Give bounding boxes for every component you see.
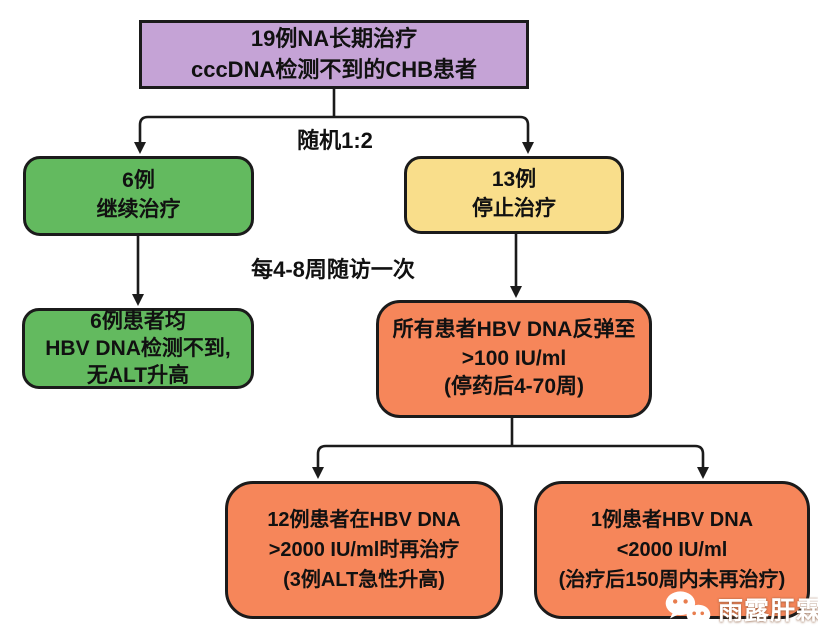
node-text-line: 12例患者在HBV DNA bbox=[267, 509, 461, 531]
node-text-line: 所有患者HBV DNA反弹至 bbox=[392, 317, 636, 341]
node-text-line: >2000 IU/ml时再治疗 bbox=[268, 539, 460, 561]
node-text-line: (3例ALT急性升高) bbox=[283, 569, 445, 591]
node-rebound: 所有患者HBV DNA反弹至 >100 IU/ml (停药后4-70周) bbox=[376, 300, 652, 418]
node-text-line: 无ALT升高 bbox=[86, 364, 190, 388]
arrowhead-to-stop-arm bbox=[522, 142, 534, 154]
node-text-line: 19例NA长期治疗 bbox=[250, 26, 418, 52]
node-continue-result: 6例患者均 HBV DNA检测不到, 无ALT升高 bbox=[22, 308, 254, 389]
arrowhead-to-rebound bbox=[510, 286, 522, 298]
connector-random-branch bbox=[138, 115, 530, 143]
arrowhead-to-continue-result bbox=[132, 294, 144, 306]
node-text-line: (停药后4-70周) bbox=[443, 375, 585, 399]
node-text-line: 继续治疗 bbox=[96, 198, 181, 221]
watermark-text: 雨露肝霖 bbox=[718, 597, 818, 625]
arrowhead-to-not-retreated bbox=[697, 467, 709, 479]
arrowhead-to-retreated bbox=[312, 467, 324, 479]
node-text-line: 停止治疗 bbox=[472, 197, 556, 220]
node-text-line: HBV DNA检测不到, bbox=[45, 336, 231, 360]
node-root-patients: 19例NA长期治疗 cccDNA检测不到的CHB患者 bbox=[139, 20, 529, 89]
node-text-line: <2000 IU/ml bbox=[616, 539, 728, 561]
label-randomization: 随机1:2 bbox=[297, 128, 373, 153]
node-stop-arm: 13例 停止治疗 bbox=[404, 156, 624, 234]
node-text-line: (治疗后150周内未再治疗) bbox=[558, 569, 786, 591]
node-text-line: 13例 bbox=[491, 168, 537, 192]
node-retreated: 12例患者在HBV DNA >2000 IU/ml时再治疗 (3例ALT急性升高… bbox=[225, 481, 503, 619]
node-continue-arm: 6例 继续治疗 bbox=[23, 156, 254, 236]
node-text-line: 1例患者HBV DNA bbox=[590, 509, 754, 531]
node-text-line: >100 IU/ml bbox=[461, 346, 567, 370]
node-text-line: 6例患者均 bbox=[90, 309, 186, 333]
connector-outcome-branch bbox=[316, 444, 705, 468]
node-text-line: 6例 bbox=[122, 169, 155, 193]
watermark: 雨露肝霖 bbox=[664, 588, 818, 630]
wechat-chat-bubbles-icon bbox=[664, 590, 712, 628]
label-follow-up: 每4-8周随访一次 bbox=[251, 257, 415, 282]
node-text-line: cccDNA检测不到的CHB患者 bbox=[190, 56, 478, 82]
arrowhead-to-continue-arm bbox=[134, 142, 146, 154]
